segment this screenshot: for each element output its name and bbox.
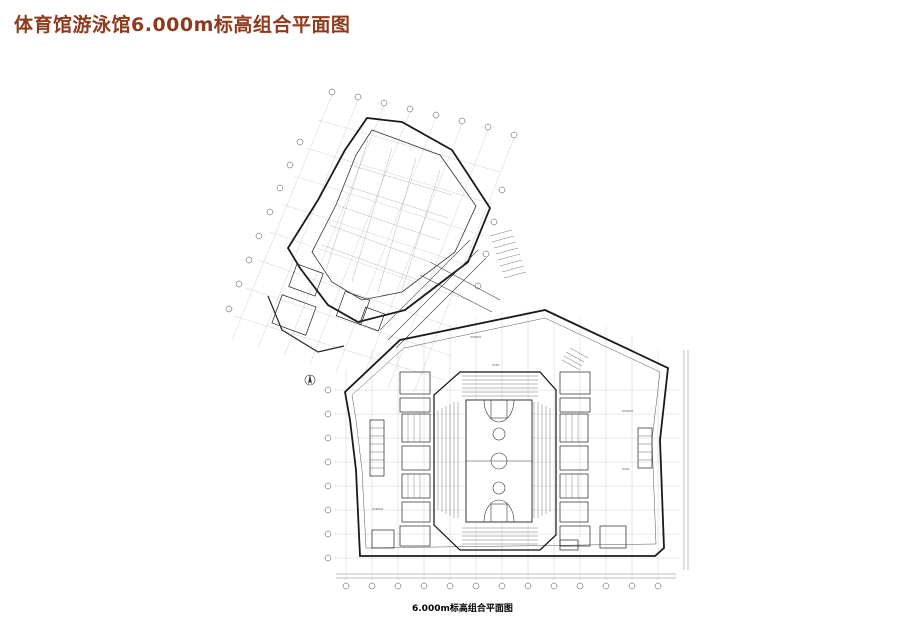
gym-seat-rows bbox=[437, 375, 551, 545]
svg-text:▭▭▭: ▭▭▭ bbox=[470, 334, 482, 339]
svg-text:▭▭▭: ▭▭▭ bbox=[622, 408, 634, 413]
swim-stairs-east bbox=[489, 229, 527, 279]
swimming-hall-wing bbox=[225, 88, 527, 393]
svg-text:▭▭: ▭▭ bbox=[622, 466, 630, 471]
swim-axis-grid bbox=[231, 94, 515, 393]
page-title: 体育馆游泳馆6.000m标高组合平面图 bbox=[14, 14, 351, 36]
svg-text:▭▭: ▭▭ bbox=[492, 362, 500, 367]
gym-room-labels: ▭▭▭ ▭▭ ▭▭▭ ▭▭▭ ▭▭ bbox=[372, 334, 634, 511]
swim-hall-interior bbox=[311, 129, 477, 301]
gym-east-rooms bbox=[559, 371, 591, 547]
swim-axis-bubbles bbox=[225, 88, 518, 313]
svg-text:▭▭▭: ▭▭▭ bbox=[372, 506, 384, 511]
gym-inner-wall bbox=[351, 317, 661, 549]
gym-axis-bubbles-left bbox=[324, 386, 332, 562]
swim-sw-rooms bbox=[271, 263, 385, 336]
gymnasium-wing: ▭▭▭ ▭▭ ▭▭▭ ▭▭▭ ▭▭ bbox=[324, 309, 689, 590]
gym-seating-bowl bbox=[433, 371, 557, 551]
gym-west-rooms bbox=[399, 371, 431, 547]
gym-ne-stair bbox=[561, 347, 589, 371]
swim-sw-wall bbox=[267, 295, 345, 353]
gym-west-stair bbox=[369, 419, 385, 477]
gym-room-fixtures bbox=[407, 414, 579, 498]
gym-axis-bubbles-bottom bbox=[342, 582, 662, 590]
drawing-caption: 6.000m标高组合平面图 bbox=[412, 604, 513, 614]
north-arrow-icon bbox=[304, 374, 316, 386]
gym-east-stair bbox=[637, 427, 653, 469]
gym-dimension-lines bbox=[336, 350, 689, 579]
gym-south-entries bbox=[371, 525, 627, 551]
swim-pool-grid bbox=[321, 139, 453, 293]
swim-bridge-structure bbox=[379, 239, 501, 349]
court-markings bbox=[466, 399, 532, 523]
gym-outer-wall bbox=[344, 309, 669, 557]
swim-outer-wall bbox=[286, 117, 492, 323]
